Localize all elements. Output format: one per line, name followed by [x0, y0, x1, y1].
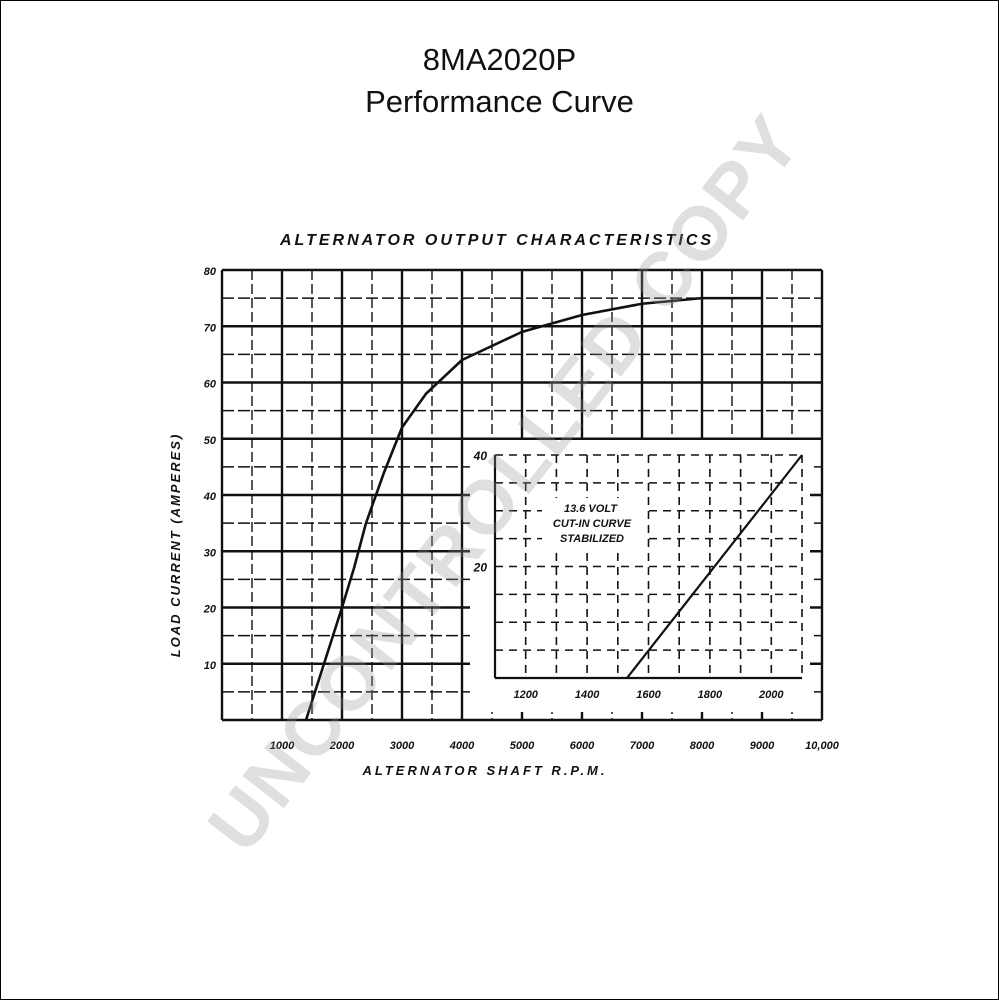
cut-in-curve-line [626, 454, 803, 679]
output-curve-point [401, 426, 403, 429]
x-tick-label: 7000 [630, 740, 655, 752]
inset-x-tick-label: 1200 [513, 689, 538, 701]
inset-x-tick-label: 2000 [758, 689, 784, 701]
y-tick-label: 80 [204, 266, 217, 278]
output-curve-point [314, 690, 316, 693]
output-curve-point [521, 330, 523, 333]
inset-label-text: 13.6 VOLT [564, 503, 618, 515]
y-axis-label: LOAD CURRENT (AMPERES) [168, 433, 183, 658]
output-curve-point [461, 359, 463, 361]
x-tick-label: 6000 [570, 740, 595, 752]
output-curve-point [701, 297, 703, 300]
output-curve-point [332, 634, 334, 637]
y-tick-label: 60 [204, 379, 217, 391]
output-curve-point [353, 567, 355, 570]
x-tick-label: 3000 [390, 740, 415, 752]
inset-label-line: CUT-IN CURVE [553, 518, 632, 530]
output-curve-point [383, 471, 385, 474]
inset-label: 13.6 VOLT CUT-IN CURVE STABILIZED [553, 503, 632, 545]
output-curve-point [641, 302, 643, 305]
y-tick-label: 40 [203, 491, 217, 503]
inset-label-box [542, 498, 646, 550]
y-tick-label: 10 [204, 660, 217, 672]
x-axis-label: ALTERNATOR SHAFT R.P.M. [362, 763, 608, 778]
y-tick-label: 50 [204, 435, 217, 447]
inset-y-tick-label: 20 [473, 561, 488, 575]
output-curve-point [581, 314, 583, 316]
output-curve-point [761, 297, 763, 300]
page-subtitle: Performance Curve [365, 84, 634, 119]
output-curve-point [365, 522, 367, 525]
x-tick-label: 4000 [449, 740, 475, 752]
inset-x-tick-label: 1600 [636, 689, 661, 701]
output-curve-point [305, 719, 307, 721]
model-title: 8MA2020P [422, 42, 577, 77]
output-curve-point [425, 392, 427, 395]
chart-title: ALTERNATOR OUTPUT CHARACTERISTICS [279, 232, 714, 249]
inset-background [470, 440, 810, 712]
x-tick-label: 5000 [510, 740, 535, 752]
x-tick-label: 10,000 [805, 740, 840, 752]
output-curve-point [341, 606, 343, 609]
y-tick-label: 20 [203, 604, 217, 616]
x-tick-label: 1000 [270, 740, 295, 752]
x-tick-label: 2000 [329, 740, 355, 752]
x-tick-label: 9000 [750, 740, 775, 752]
y-tick-label: 30 [204, 547, 217, 559]
inset-x-tick-label: 1400 [575, 689, 600, 701]
inset-label-line: STABILIZED [560, 533, 624, 545]
output-curve-point [323, 662, 325, 665]
x-tick-label: 8000 [690, 740, 715, 752]
inset-x-tick-label: 1800 [698, 689, 723, 701]
y-tick-label: 70 [204, 322, 217, 334]
inset-y-tick-label: 40 [473, 449, 488, 463]
output-curve-line [304, 296, 762, 721]
